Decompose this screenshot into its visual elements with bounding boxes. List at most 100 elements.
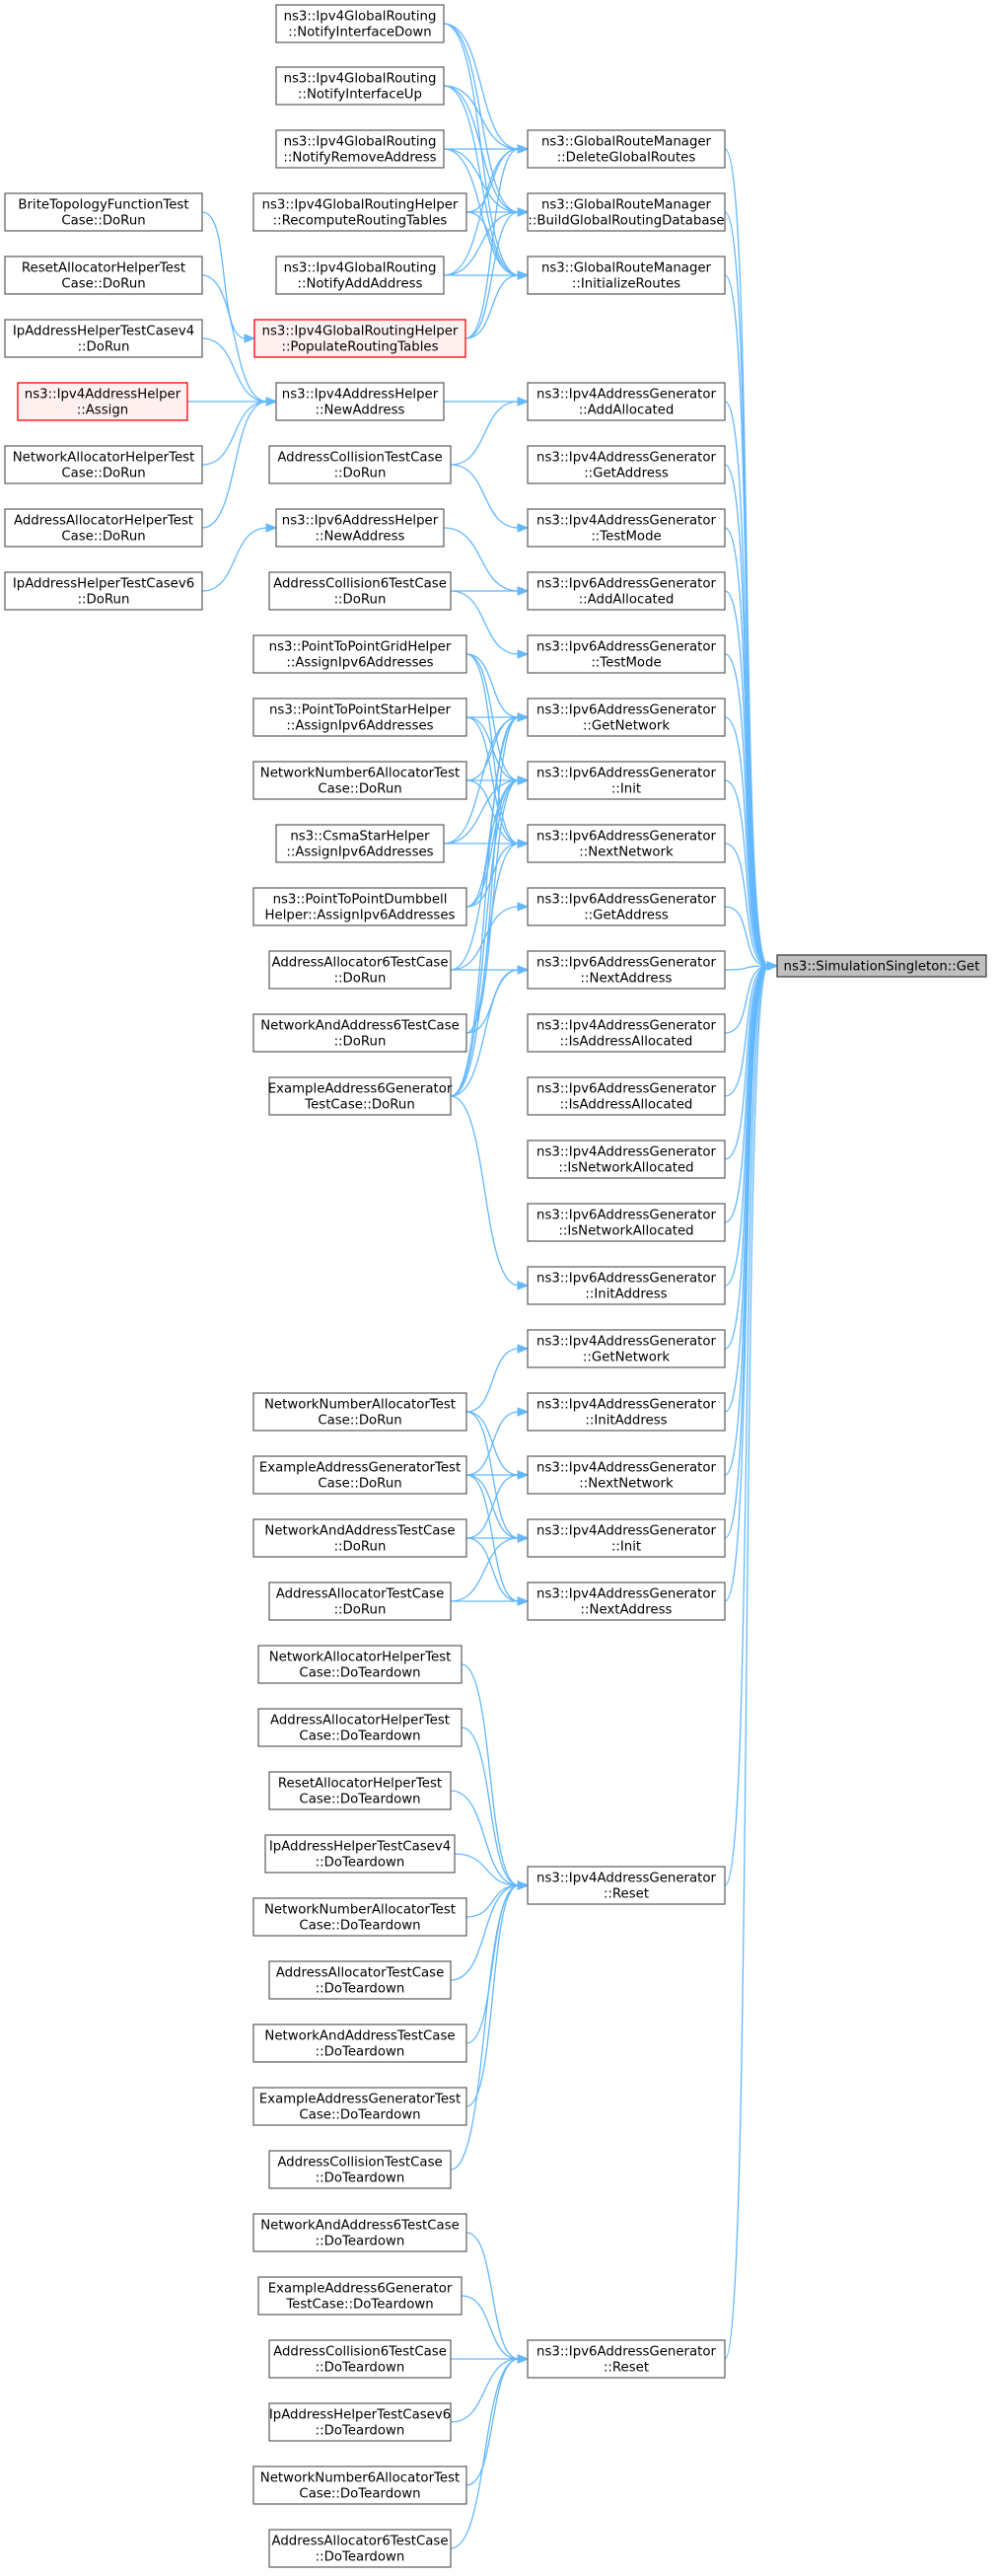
function-node-ipv4globalrouting-notifyinterfacedown[interactable]: ns3::Ipv4GlobalRouting::NotifyInterfaceD… <box>275 4 445 43</box>
function-node-ipaddresshelpertestcasev6-dorun[interactable]: IpAddressHelperTestCasev6::DoRun <box>4 571 203 611</box>
function-node-ipv6addressgenerator-testmode[interactable]: ns3::Ipv6AddressGenerator::TestMode <box>527 634 726 674</box>
node-label-line: ns3::Ipv6AddressGenerator <box>536 2345 716 2360</box>
function-node-ipv4addressgenerator-getaddress[interactable]: ns3::Ipv4AddressGenerator::GetAddress <box>527 445 726 484</box>
function-node-addresscollision6testcase-dorun[interactable]: AddressCollision6TestCase::DoRun <box>268 571 452 611</box>
function-node-networkandaddress6testcase-doteardown[interactable]: NetworkAndAddress6TestCase::DoTeardown <box>252 2213 467 2252</box>
function-node-exampleaddressgeneratortest-case-doteardown[interactable]: ExampleAddressGeneratorTestCase::DoTeard… <box>252 2087 467 2126</box>
function-node-ipv4addressgenerator-initaddress[interactable]: ns3::Ipv4AddressGenerator::InitAddress <box>527 1392 726 1432</box>
function-node-ipv6addresshelper-newaddress[interactable]: ns3::Ipv6AddressHelper::NewAddress <box>275 508 445 548</box>
function-node-networknumber6allocatortest-case-doteardown[interactable]: NetworkNumber6AllocatorTestCase::DoTeard… <box>252 2466 467 2505</box>
call-edge <box>201 401 268 466</box>
node-box <box>527 192 726 232</box>
function-node-ipv6addressgenerator-addallocated[interactable]: ns3::Ipv6AddressGenerator::AddAllocated <box>527 571 726 611</box>
node-label-line: ::DoRun <box>78 593 130 608</box>
function-node-networkandaddresstestcase-doteardown[interactable]: NetworkAndAddressTestCase::DoTeardown <box>252 2024 467 2063</box>
call-edge <box>443 85 520 150</box>
function-node-ipv4addressgenerator-addallocated[interactable]: ns3::Ipv4AddressGenerator::AddAllocated <box>527 382 726 421</box>
call-edge <box>450 1790 520 1886</box>
function-node-ipv4addressgenerator-init[interactable]: ns3::Ipv4AddressGenerator::Init <box>527 1518 726 1558</box>
function-node-networkandaddresstestcase-dorun[interactable]: NetworkAndAddressTestCase::DoRun <box>252 1518 467 1558</box>
function-node-ipv6addressgenerator-getnetwork[interactable]: ns3::Ipv6AddressGenerator::GetNetwork <box>527 698 726 737</box>
node-label-line: ::GetNetwork <box>583 719 670 734</box>
function-node-ipv4globalroutinghelper-recomputeroutingtables[interactable]: ns3::Ipv4GlobalRoutingHelper::RecomputeR… <box>252 192 467 232</box>
node-box <box>253 319 466 358</box>
node-label-line: ns3::Ipv6AddressGenerator <box>536 893 716 908</box>
node-box <box>252 192 467 232</box>
function-node-networknumberallocatortest-case-doteardown[interactable]: NetworkNumberAllocatorTestCase::DoTeardo… <box>252 1897 467 1937</box>
node-box <box>268 1960 452 2000</box>
function-node-addresscollision6testcase-doteardown[interactable]: AddressCollision6TestCase::DoTeardown <box>268 2339 452 2379</box>
node-label-line: ns3::PointToPointStarHelper <box>269 703 452 718</box>
node-label-line: ::NextNetwork <box>579 1477 674 1492</box>
function-node-ipv4addresshelper-assign[interactable]: ns3::Ipv4AddressHelper::Assign <box>17 382 188 421</box>
call-edge <box>450 716 520 1097</box>
call-edge <box>465 2358 520 2486</box>
function-node-ipv4globalrouting-notifyinterfaceup[interactable]: ns3::Ipv4GlobalRouting::NotifyInterfaceU… <box>275 66 445 106</box>
function-node-ipv6addressgenerator-getaddress[interactable]: ns3::Ipv6AddressGenerator::GetAddress <box>527 887 726 926</box>
function-node-ipv4addressgenerator-testmode[interactable]: ns3::Ipv4AddressGenerator::TestMode <box>527 508 726 548</box>
call-edge <box>450 779 520 971</box>
function-node-ipv4addressgenerator-reset[interactable]: ns3::Ipv4AddressGenerator::Reset <box>527 1866 726 1905</box>
node-label-line: ::NotifyInterfaceDown <box>288 26 431 40</box>
node-box <box>275 256 445 295</box>
function-node-ipv6addressgenerator-nextaddress[interactable]: ns3::Ipv6AddressGenerator::NextAddress <box>527 950 726 990</box>
function-node-addresscollisiontestcase-doteardown[interactable]: AddressCollisionTestCase::DoTeardown <box>268 2150 452 2189</box>
call-edge <box>464 274 520 339</box>
node-label-line: ns3::Ipv6AddressGenerator <box>536 703 716 718</box>
function-node-ipaddresshelpertestcasev6-doteardown[interactable]: IpAddressHelperTestCasev6::DoTeardown <box>268 2402 452 2442</box>
function-node-addresscollisiontestcase-dorun[interactable]: AddressCollisionTestCase::DoRun <box>268 445 452 484</box>
function-node-ipv4addressgenerator-isaddressallocated[interactable]: ns3::Ipv4AddressGenerator::IsAddressAllo… <box>527 1013 726 1053</box>
function-node-ipv4globalroutinghelper-populateroutingtables[interactable]: ns3::Ipv4GlobalRoutingHelper::PopulateRo… <box>253 319 466 358</box>
node-box <box>527 1266 726 1305</box>
function-node-addressallocatortestcase-dorun[interactable]: AddressAllocatorTestCase::DoRun <box>268 1582 452 1621</box>
function-node-ipv4addressgenerator-isnetworkallocated[interactable]: ns3::Ipv4AddressGenerator::IsNetworkAllo… <box>527 1140 726 1179</box>
function-node-networkandaddress6testcase-dorun[interactable]: NetworkAndAddress6TestCase::DoRun <box>252 1013 467 1053</box>
node-label-line: AddressCollisionTestCase <box>277 2156 442 2171</box>
function-node-csmastarhelper-assignipv6addresses[interactable]: ns3::CsmaStarHelper::AssignIpv6Addresses <box>275 824 445 863</box>
function-node-addressallocator6testcase-dorun[interactable]: AddressAllocator6TestCase::DoRun <box>268 950 452 990</box>
function-node-ipv4globalrouting-notifyremoveaddress[interactable]: ns3::Ipv4GlobalRouting::NotifyRemoveAddr… <box>275 129 445 169</box>
node-label-line: ::BuildGlobalRoutingDatabase <box>528 214 724 229</box>
node-box <box>252 1897 467 1937</box>
node-label-line: ResetAllocatorHelperTest <box>278 1777 442 1792</box>
target-node-simulationsingleton-get[interactable]: ns3::SimulationSingleton::Get <box>776 954 987 978</box>
function-node-ipv6addressgenerator-nextnetwork[interactable]: ns3::Ipv6AddressGenerator::NextNetwork <box>527 824 726 863</box>
function-node-globalroutemanager-deleteglobalroutes[interactable]: ns3::GlobalRouteManager::DeleteGlobalRou… <box>527 129 726 169</box>
function-node-ipv4globalrouting-notifyaddaddress[interactable]: ns3::Ipv4GlobalRouting::NotifyAddAddress <box>275 256 445 295</box>
node-label-line: ns3::Ipv6AddressGenerator <box>536 1272 716 1287</box>
function-node-addressallocator6testcase-doteardown[interactable]: AddressAllocator6TestCase::DoTeardown <box>268 2529 452 2568</box>
function-node-ipv6addressgenerator-isnetworkallocated[interactable]: ns3::Ipv6AddressGenerator::IsNetworkAllo… <box>527 1203 726 1242</box>
function-node-pointtopointstarhelper-assignipv6addresses[interactable]: ns3::PointToPointStarHelper::AssignIpv6A… <box>252 698 467 737</box>
function-node-exampleaddress6generator-testcase-doteardown[interactable]: ExampleAddress6GeneratorTestCase::DoTear… <box>257 2276 463 2316</box>
function-node-ipv6addressgenerator-isaddressallocated[interactable]: ns3::Ipv6AddressGenerator::IsAddressAllo… <box>527 1076 726 1116</box>
node-label-line: ns3::Ipv4AddressHelper <box>282 388 439 403</box>
function-node-ipv6addressgenerator-reset[interactable]: ns3::Ipv6AddressGenerator::Reset <box>527 2339 726 2379</box>
function-node-globalroutemanager-initializeroutes[interactable]: ns3::GlobalRouteManager::InitializeRoute… <box>527 256 726 295</box>
function-node-ipv4addressgenerator-nextaddress[interactable]: ns3::Ipv4AddressGenerator::NextAddress <box>527 1582 726 1621</box>
function-node-pointtopointdumbbell-helper-assignipv6addresses[interactable]: ns3::PointToPointDumbbellHelper::AssignI… <box>252 887 467 926</box>
function-node-globalroutemanager-buildglobalroutingdatabase[interactable]: ns3::GlobalRouteManager::BuildGlobalRout… <box>527 192 726 232</box>
node-label-line: ns3::Ipv4AddressGenerator <box>536 514 716 529</box>
function-node-ipv6addressgenerator-initaddress[interactable]: ns3::Ipv6AddressGenerator::InitAddress <box>527 1266 726 1305</box>
function-node-ipv6addressgenerator-init[interactable]: ns3::Ipv6AddressGenerator::Init <box>527 761 726 800</box>
function-node-ipv4addressgenerator-getnetwork[interactable]: ns3::Ipv4AddressGenerator::GetNetwork <box>527 1329 726 1368</box>
function-node-addressallocatorhelpertest-case-doteardown[interactable]: AddressAllocatorHelperTestCase::DoTeardo… <box>257 1708 463 1747</box>
function-node-networkallocatorhelpertest-case-doteardown[interactable]: NetworkAllocatorHelperTestCase::DoTeardo… <box>257 1645 463 1684</box>
function-node-pointtopointgridhelper-assignipv6addresses[interactable]: ns3::PointToPointGridHelper::AssignIpv6A… <box>252 634 467 674</box>
function-node-ipaddresshelpertestcasev4-dorun[interactable]: IpAddressHelperTestCasev4::DoRun <box>4 319 203 358</box>
function-node-addressallocatortestcase-doteardown[interactable]: AddressAllocatorTestCase::DoTeardown <box>268 1960 452 2000</box>
call-edge <box>443 527 520 592</box>
node-label-line: AddressCollisionTestCase <box>277 451 442 466</box>
function-node-ipv4addressgenerator-nextnetwork[interactable]: ns3::Ipv4AddressGenerator::NextNetwork <box>527 1455 726 1495</box>
function-node-ipv4addresshelper-newaddress[interactable]: ns3::Ipv4AddressHelper::NewAddress <box>275 382 445 421</box>
function-node-ipaddresshelpertestcasev4-doteardown[interactable]: IpAddressHelperTestCasev4::DoTeardown <box>264 1834 456 1874</box>
